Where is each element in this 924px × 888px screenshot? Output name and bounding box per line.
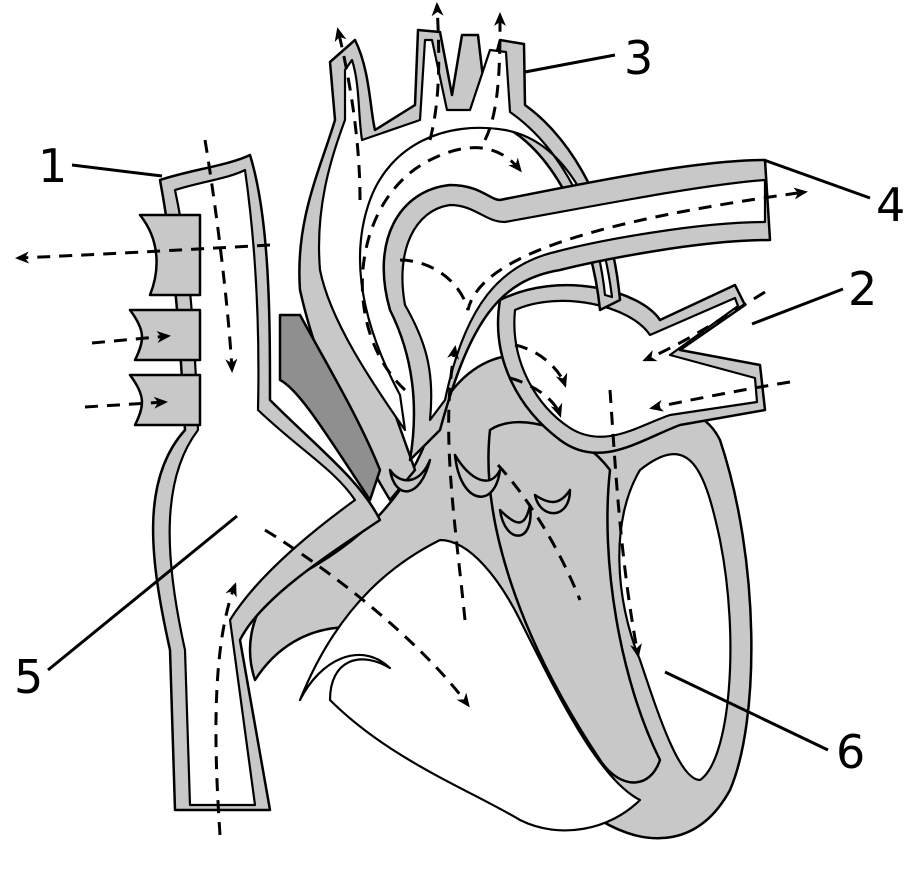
label-2: 2 bbox=[848, 262, 877, 316]
label-3: 3 bbox=[624, 31, 653, 85]
label-1: 1 bbox=[38, 139, 67, 193]
left-atrium bbox=[496, 283, 767, 455]
valves bbox=[388, 453, 572, 537]
number-labels: 1 2 3 4 5 6 bbox=[14, 31, 905, 779]
leader-lines bbox=[47, 53, 871, 752]
ventricles bbox=[248, 353, 753, 840]
label-4: 4 bbox=[876, 178, 905, 232]
vena-cava bbox=[128, 153, 382, 812]
pulmonary-artery bbox=[382, 158, 772, 462]
label-6: 6 bbox=[836, 725, 865, 779]
atrium-shadow bbox=[278, 313, 382, 502]
label-5: 5 bbox=[14, 650, 43, 704]
blood-flow-arrows bbox=[15, 2, 808, 836]
